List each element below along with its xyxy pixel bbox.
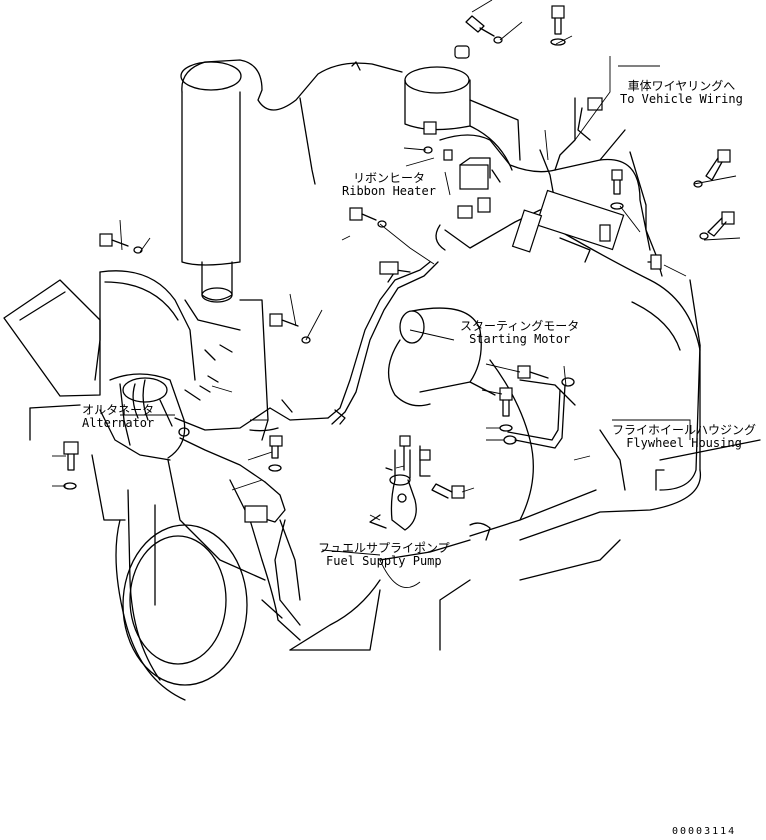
engine-block-outline [3, 59, 761, 701]
label-alternator-en: Alternator [82, 416, 155, 430]
bolts-and-washers [63, 5, 735, 503]
leader-lines [52, 0, 741, 588]
label-vehicle-wiring-en: To Vehicle Wiring [620, 92, 743, 106]
label-to-vehicle-wiring: 車体ワイヤリングへ To Vehicle Wiring [620, 80, 743, 106]
label-starting-motor-ja: スターティングモータ [460, 319, 580, 333]
document-number: 00003114 [672, 826, 737, 837]
label-flywheel-housing-en: Flywheel Housing [626, 436, 742, 450]
label-fuel-supply-pump: フュエルサプライポンプ Fuel Supply Pump [318, 542, 450, 568]
label-flywheel-housing: フライホイールハウジング Flywheel Housing [612, 424, 756, 450]
label-fuel-pump-en: Fuel Supply Pump [326, 554, 442, 568]
label-starting-motor: スターティングモータ Starting Motor [460, 320, 579, 346]
wiring-harness [159, 97, 663, 523]
label-alternator-ja: オルタネータ [82, 403, 155, 417]
label-starting-motor-en: Starting Motor [469, 332, 571, 346]
label-flywheel-housing-ja: フライホイールハウジング [612, 423, 757, 437]
label-ribbon-heater-ja: リボンヒータ [352, 171, 425, 185]
label-fuel-pump-ja: フュエルサプライポンプ [318, 541, 450, 555]
label-ribbon-heater: リボンヒータ Ribbon Heater [342, 172, 436, 198]
label-vehicle-wiring-ja: 車体ワイヤリングへ [627, 79, 736, 93]
label-alternator: オルタネータ Alternator [82, 404, 154, 430]
label-ribbon-heater-en: Ribbon Heater [342, 184, 436, 198]
